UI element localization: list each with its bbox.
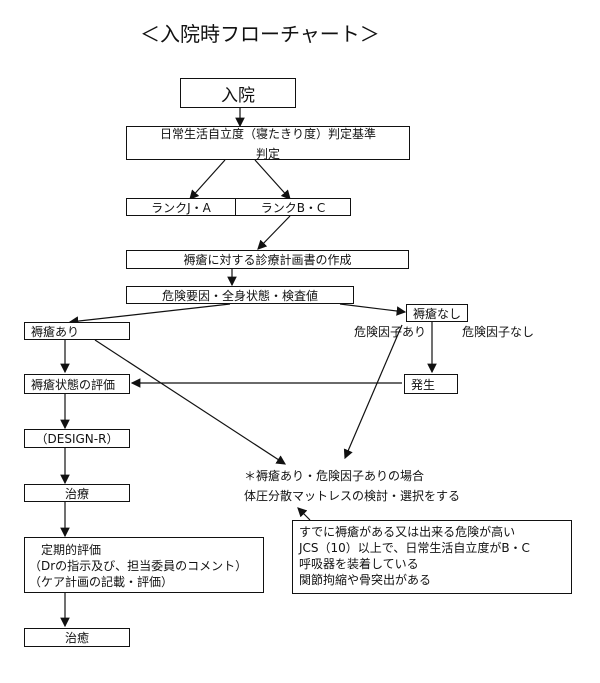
periodic-line-2: （Drの指示及び、担当委員のコメント）: [29, 559, 248, 573]
page-title: ＜入院時フローチャート＞: [140, 22, 380, 46]
arrow-risk-to-ulcer-no: [339, 303, 407, 316]
note-line-2: 体圧分散マットレスの検討・選択をする: [244, 489, 461, 503]
criteria-item: 関節拘縮や骨突出がある: [299, 573, 432, 587]
criteria-line-2: 判定: [255, 146, 280, 161]
node-ulcer-evaluation: 褥瘡状態の評価: [24, 374, 130, 394]
node-design-r: （DESIGN-R）: [24, 429, 130, 448]
arrow-criteria-to-rank-bc: [254, 159, 291, 200]
criteria-box: すでに褥瘡がある又は出来る危険が高い JCS（10）以上で、日常生活自立度がB・…: [292, 520, 572, 594]
criteria-item: 呼吸器を装着している: [299, 557, 419, 571]
node-rank-bc: ランクB・C: [235, 198, 351, 216]
arrow-ulcer-yes-to-note: [94, 339, 287, 465]
node-periodic-evaluation: 定期的評価 （Drの指示及び、担当委員のコメント） （ケア計画の記載・評価）: [24, 537, 264, 593]
node-ulcer-yes: 褥瘡あり: [24, 322, 130, 340]
node-healed: 治癒: [24, 628, 130, 647]
arrow-risk-to-ulcer-yes: [68, 303, 231, 326]
arrow-rank-bc-to-careplan: [257, 215, 291, 250]
label-risk-yes: 危険因子あり: [354, 325, 427, 339]
arrow-criteria-to-rank-ja: [189, 159, 226, 200]
periodic-line-3: （ケア計画の記載・評価）: [29, 575, 174, 589]
criteria-item: すでに褥瘡がある又は出来る危険が高い: [299, 525, 516, 539]
node-rank-ja: ランクJ・A: [126, 198, 236, 216]
node-independence-criteria: 日常生活自立度（寝たきり度）判定基準 判定: [126, 126, 410, 161]
arrow-ulcer-no-to-note: [343, 324, 403, 460]
node-care-plan: 褥瘡に対する診療計画書の作成: [126, 250, 409, 269]
node-risk-check: 危険要因・全身状態・検査値: [126, 286, 354, 304]
periodic-line-1: 定期的評価: [41, 543, 102, 557]
node-ulcer-no: 褥瘡なし: [406, 304, 468, 322]
criteria-item: JCS（10）以上で、日常生活自立度がB・C: [299, 541, 530, 555]
label-risk-no: 危険因子なし: [462, 325, 535, 339]
criteria-line-1: 日常生活自立度（寝たきり度）判定基準: [159, 126, 376, 141]
arrow-criteria-box-to-note: [297, 507, 311, 521]
node-occurrence: 発生: [404, 374, 458, 394]
node-treatment: 治療: [24, 484, 130, 502]
note-line-1: ＊褥瘡あり・危険因子ありの場合: [244, 469, 425, 483]
node-admission: 入院: [180, 78, 296, 108]
